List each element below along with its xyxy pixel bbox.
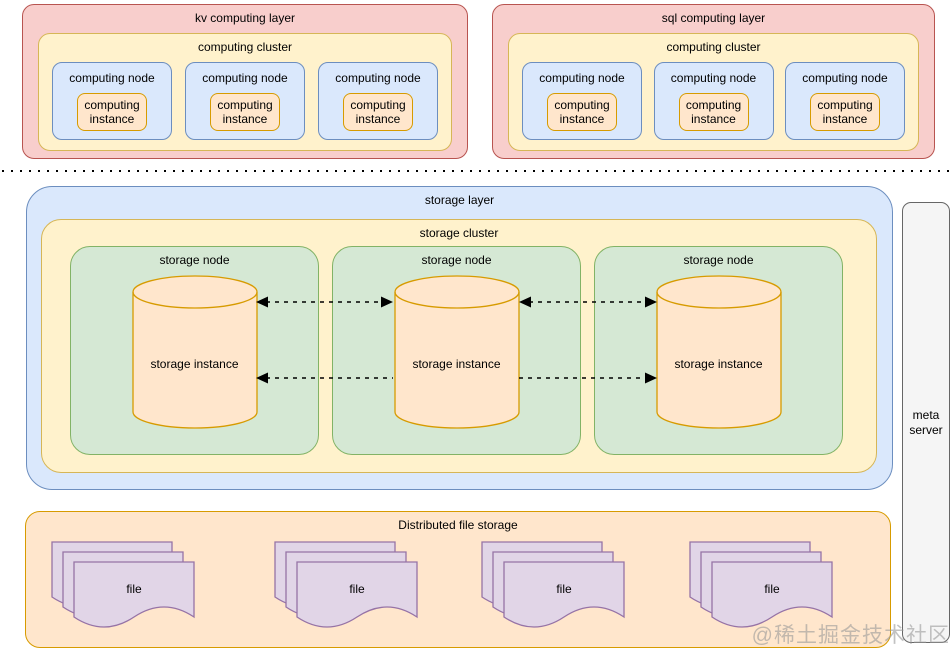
storage-node-box: storage node storage instance <box>70 246 319 455</box>
computing-instance-label: computing instance <box>817 98 873 126</box>
file-label: file <box>556 582 572 596</box>
computing-node-title: computing node <box>202 71 288 85</box>
storage-node-box: storage node storage instance <box>594 246 843 455</box>
storage-node-box: storage node storage instance <box>332 246 581 455</box>
computing-instance-label: computing instance <box>217 98 273 126</box>
file-document-icon <box>296 561 418 628</box>
file-label: file <box>126 582 142 596</box>
storage-instance-cylinder: storage instance <box>655 275 782 429</box>
computing-node-box: computing node computing instance <box>318 62 438 140</box>
storage-cluster-box: storage cluster storage node storage ins… <box>41 219 877 473</box>
file-label: file <box>349 582 365 596</box>
storage-instance-label: storage instance <box>150 357 239 371</box>
storage-layer-title: storage layer <box>424 193 495 207</box>
meta-server-box: meta server <box>902 202 950 643</box>
sql-computing-layer-title: sql computing layer <box>661 11 766 25</box>
computing-instance-box: computing instance <box>547 93 617 131</box>
file-document-icon <box>711 561 833 628</box>
kv-computing-layer-box: kv computing layer computing cluster com… <box>22 4 468 159</box>
watermark-text: @稀土掘金技术社区 <box>751 624 950 647</box>
file-stack: file <box>481 541 625 642</box>
file-label: file <box>764 582 780 596</box>
computing-node-row: computing node computing instance comput… <box>522 62 905 140</box>
computing-cluster-title: computing cluster <box>197 40 293 54</box>
meta-server-label: meta server <box>909 407 943 437</box>
computing-node-box: computing node computing instance <box>185 62 305 140</box>
storage-instance-cylinder: storage instance <box>131 275 258 429</box>
computing-instance-label: computing instance <box>554 98 610 126</box>
computing-node-title: computing node <box>69 71 155 85</box>
computing-node-box: computing node computing instance <box>785 62 905 140</box>
computing-node-title: computing node <box>802 71 888 85</box>
kv-computing-layer-title: kv computing layer <box>194 11 296 25</box>
database-cylinder-icon <box>393 275 520 429</box>
computing-instance-box: computing instance <box>678 93 749 131</box>
file-stack: file <box>274 541 418 642</box>
storage-layer-box: storage layer storage cluster storage no… <box>26 186 893 490</box>
file-storage-box: Distributed file storage file file file … <box>25 511 891 648</box>
storage-node-title: storage node <box>421 253 492 267</box>
sql-computing-layer-box: sql computing layer computing cluster co… <box>492 4 935 159</box>
computing-node-title: computing node <box>670 71 757 85</box>
computing-instance-label: computing instance <box>685 98 742 126</box>
computing-cluster-box: computing cluster computing node computi… <box>38 33 452 151</box>
computing-node-title: computing node <box>539 71 625 85</box>
storage-node-title: storage node <box>683 253 754 267</box>
file-storage-title: Distributed file storage <box>398 518 518 532</box>
storage-cluster-title: storage cluster <box>419 226 499 240</box>
storage-instance-cylinder: storage instance <box>393 275 520 429</box>
computing-cluster-box: computing cluster computing node computi… <box>508 33 919 151</box>
computing-instance-box: computing instance <box>810 93 880 131</box>
storage-node-row: storage node storage instance storage no… <box>70 246 843 455</box>
file-document-icon <box>503 561 625 628</box>
file-stack: file <box>689 541 833 642</box>
file-document-icon <box>73 561 195 628</box>
database-cylinder-icon <box>131 275 258 429</box>
computing-instance-label: computing instance <box>84 98 140 126</box>
computing-cluster-title: computing cluster <box>666 40 761 54</box>
storage-instance-label: storage instance <box>674 357 763 371</box>
database-cylinder-icon <box>655 275 782 429</box>
computing-node-box: computing node computing instance <box>653 62 774 140</box>
computing-instance-box: computing instance <box>343 93 413 131</box>
computing-instance-box: computing instance <box>77 93 147 131</box>
storage-instance-label: storage instance <box>412 357 501 371</box>
storage-node-title: storage node <box>159 253 230 267</box>
computing-node-row: computing node computing instance comput… <box>52 62 438 140</box>
file-stack: file <box>51 541 195 642</box>
computing-node-box: computing node computing instance <box>522 62 642 140</box>
computing-node-box: computing node computing instance <box>52 62 172 140</box>
computing-instance-box: computing instance <box>210 93 280 131</box>
computing-instance-label: computing instance <box>350 98 406 126</box>
computing-node-title: computing node <box>335 71 421 85</box>
